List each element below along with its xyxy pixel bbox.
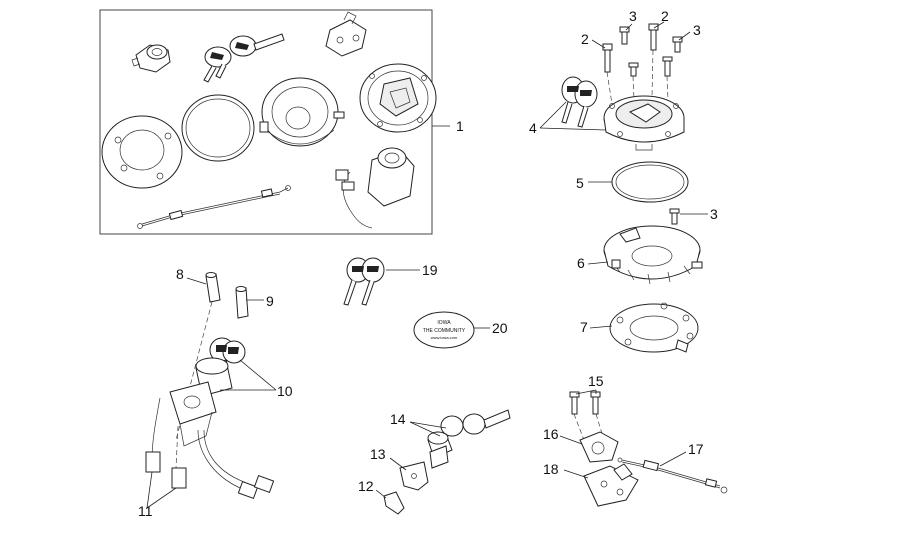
kit-fuel-cap — [359, 63, 437, 133]
label-13: 13 — [370, 446, 386, 462]
label-16: 16 — [543, 426, 559, 442]
kit-keys — [203, 33, 285, 83]
label-8: 8 — [176, 266, 184, 282]
ignition-part-14 — [409, 409, 511, 469]
bracket-part-18 — [563, 463, 639, 507]
bolts-group — [602, 23, 683, 105]
label-9: 9 — [266, 293, 274, 309]
label-6: 6 — [577, 255, 585, 271]
label-2a: 2 — [581, 31, 589, 47]
label-3b: 3 — [693, 22, 701, 38]
kit-cable — [137, 185, 291, 229]
keys-part-19 — [343, 257, 420, 306]
pin-part-9 — [235, 286, 249, 319]
label-15: 15 — [588, 373, 604, 389]
sticker-line3: www.iowa.com — [431, 335, 458, 340]
leader-lines-right — [539, 21, 708, 329]
clip-part-12 — [375, 489, 405, 515]
label-7: 7 — [580, 319, 588, 335]
leader-lines-left — [146, 277, 277, 509]
ring-part-5 — [611, 161, 689, 203]
callout-labels: 1 2 3 2 3 4 5 3 6 7 8 9 10 11 12 13 14 1… — [138, 8, 718, 519]
pin-part-8 — [175, 272, 221, 441]
label-18: 18 — [543, 461, 559, 477]
flange-part-6 — [603, 208, 703, 285]
keys-part-4 — [561, 76, 598, 128]
ignition-part-10 — [169, 337, 246, 447]
kit-lock-barrel — [131, 44, 171, 73]
sticker-part-20: IOWA THE COMMUNITY www.iowa.com — [413, 311, 490, 349]
label-3a: 3 — [629, 8, 637, 24]
bracket-part-13 — [389, 457, 429, 491]
bolts-part-15 — [569, 389, 605, 441]
cable-part-17 — [617, 451, 728, 494]
sticker-line1: IOWA — [437, 320, 451, 326]
label-10: 10 — [277, 383, 293, 399]
label-2b: 2 — [661, 8, 669, 24]
label-14: 14 — [390, 411, 406, 427]
kit-seat-plate — [101, 115, 183, 189]
label-1: 1 — [456, 118, 464, 134]
label-12: 12 — [358, 478, 374, 494]
label-19: 19 — [422, 262, 438, 278]
label-5: 5 — [576, 175, 584, 191]
sticker-line2: THE COMMUNITY — [423, 328, 466, 334]
plate-part-7 — [609, 302, 699, 353]
label-4: 4 — [529, 120, 537, 136]
label-20: 20 — [492, 320, 508, 336]
label-3c: 3 — [710, 206, 718, 222]
kit-ignition-switch — [335, 147, 415, 229]
wiring-part-11 — [145, 397, 275, 500]
kit-bracket — [325, 11, 367, 57]
label-11: 11 — [138, 503, 153, 519]
kit-gasket-ring — [181, 94, 255, 162]
plate-part-16 — [559, 431, 619, 463]
label-17: 17 — [688, 441, 704, 457]
fuel-cap-part-4 — [603, 95, 685, 151]
lock-kit-box — [99, 9, 450, 235]
kit-flange — [259, 77, 345, 147]
